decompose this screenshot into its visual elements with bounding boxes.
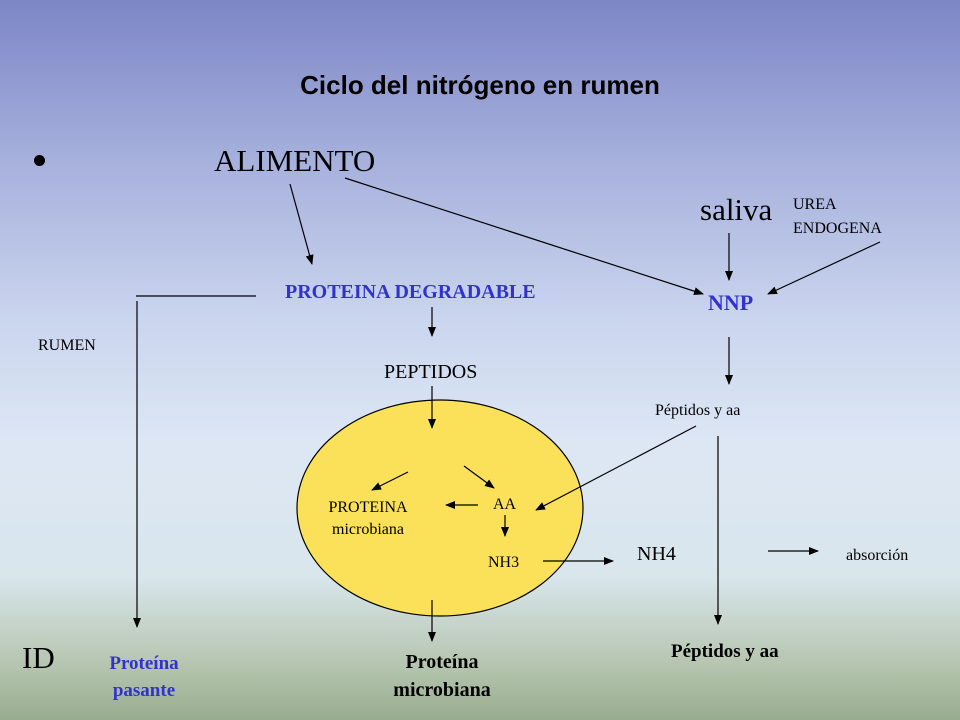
- node-nnp: NNP: [708, 290, 754, 315]
- proteina-microbiana-line1: Proteína: [405, 651, 479, 673]
- proteina-cell-line2: microbiana: [332, 521, 404, 538]
- node-aa: AA: [493, 496, 517, 513]
- label-rumen: RUMEN: [38, 337, 96, 354]
- node-peptidos-aa: Péptidos y aa: [655, 402, 741, 419]
- node-nh4: NH4: [637, 543, 676, 565]
- node-saliva: saliva: [700, 192, 773, 227]
- arrow-cell-to-proteina-microbiana: [371, 471, 409, 491]
- urea-line1: UREA: [793, 196, 837, 213]
- node-urea-endogena: UREA ENDOGENA: [793, 193, 882, 241]
- proteina-cell-line1: PROTEINA: [328, 499, 408, 516]
- node-alimento: ALIMENTO: [214, 143, 376, 178]
- urea-line2: ENDOGENA: [793, 220, 882, 237]
- proteina-microbiana-line2: microbiana: [393, 679, 491, 701]
- node-nh3: NH3: [488, 554, 520, 571]
- node-peptidos-aa-out: Péptidos y aa: [671, 641, 779, 662]
- page-title: Ciclo del nitrógeno en rumen: [300, 70, 660, 100]
- node-proteina-microbiana-cell: PROTEINA microbiana: [313, 497, 423, 541]
- node-peptidos: PEPTIDOS: [384, 361, 478, 383]
- node-absorcion: absorción: [846, 547, 909, 564]
- arrow-peptidos-aa-to-aa: [535, 425, 697, 511]
- arrow-alimento-to-proteina: [289, 183, 314, 265]
- node-proteina-pasante: Proteína pasante: [94, 650, 194, 704]
- node-proteina-degradable: PROTEINA DEGRADABLE: [285, 281, 536, 303]
- arrow-alimento-to-nnp: [344, 177, 704, 296]
- arrow-cell-to-aa: [463, 465, 495, 489]
- proteina-pasante-line1: Proteína: [109, 653, 179, 674]
- microbial-cell: [296, 399, 584, 617]
- proteina-pasante-line2: pasante: [112, 680, 176, 701]
- arrow-urea-to-nnp: [767, 241, 881, 295]
- label-id: ID: [22, 640, 55, 675]
- node-proteina-microbiana: Proteína microbiana: [372, 648, 512, 704]
- bullet-dot: [34, 155, 45, 166]
